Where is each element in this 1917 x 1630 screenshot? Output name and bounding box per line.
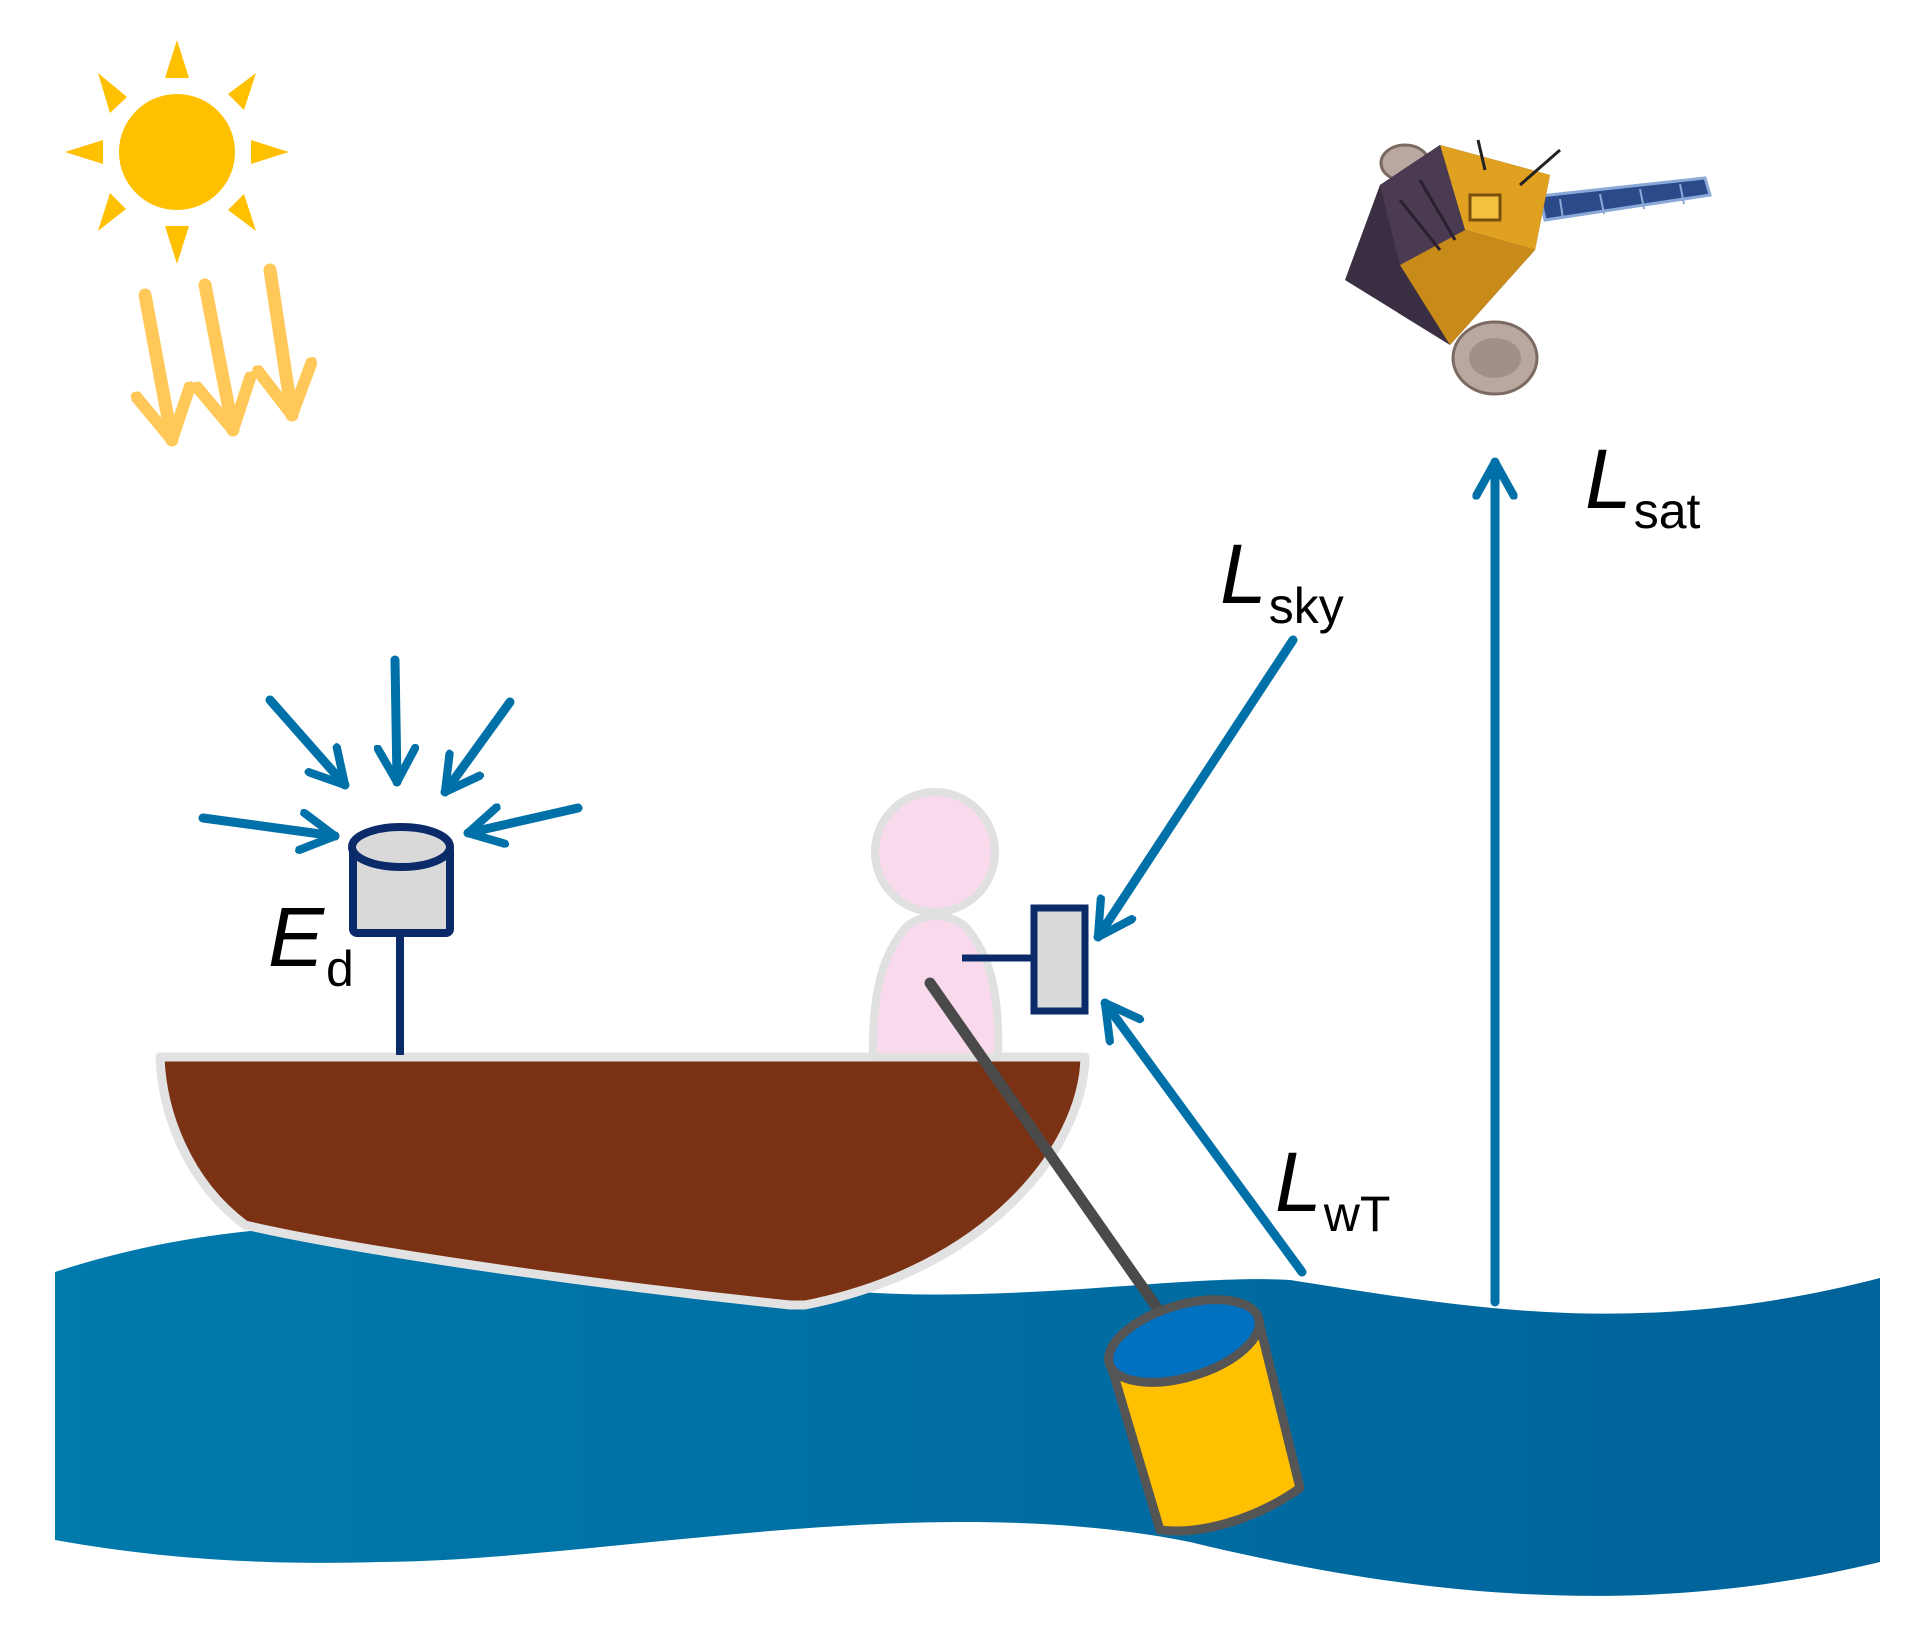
label-ed-sub: d (326, 941, 354, 997)
irradiance-sensor-icon (348, 823, 454, 1055)
bucket-pole (924, 977, 1189, 1351)
label-lwt-main: L (1275, 1135, 1322, 1229)
boat-icon (155, 1052, 1090, 1310)
label-ed-main: E (268, 890, 325, 984)
incident-arrow (440, 697, 515, 797)
sunlight-arrow (145, 288, 172, 447)
label-lsat-main: L (1585, 432, 1632, 526)
incident-arrow (395, 655, 397, 787)
label-ed: Ed (268, 895, 354, 994)
sunlight-arrow (270, 263, 292, 422)
radiance-sensor-icon (962, 904, 1089, 1015)
person-icon (868, 788, 1003, 1061)
label-lwt: LwT (1275, 1140, 1390, 1239)
sky-radiance-arrow (1093, 635, 1298, 942)
water-radiance-arrow (1100, 998, 1307, 1277)
label-lwt-sub: wT (1323, 1186, 1391, 1242)
incident-arrow (198, 818, 340, 836)
incident-arrow (265, 695, 350, 790)
label-lsky-main: L (1220, 527, 1267, 621)
sun-icon (65, 40, 289, 264)
incident-arrows (198, 655, 583, 836)
sunlight-arrows (145, 263, 292, 447)
water-surface (55, 1225, 1880, 1596)
satellite-icon (1345, 139, 1712, 396)
incident-arrow (463, 808, 583, 833)
label-lsat: Lsat (1585, 437, 1700, 536)
bucket-icon (1104, 1295, 1305, 1536)
sunlight-arrow (205, 278, 233, 437)
label-lsat-sub: sat (1633, 483, 1701, 539)
label-lsky-sub: sky (1268, 578, 1344, 634)
label-lsky: Lsky (1220, 532, 1344, 631)
